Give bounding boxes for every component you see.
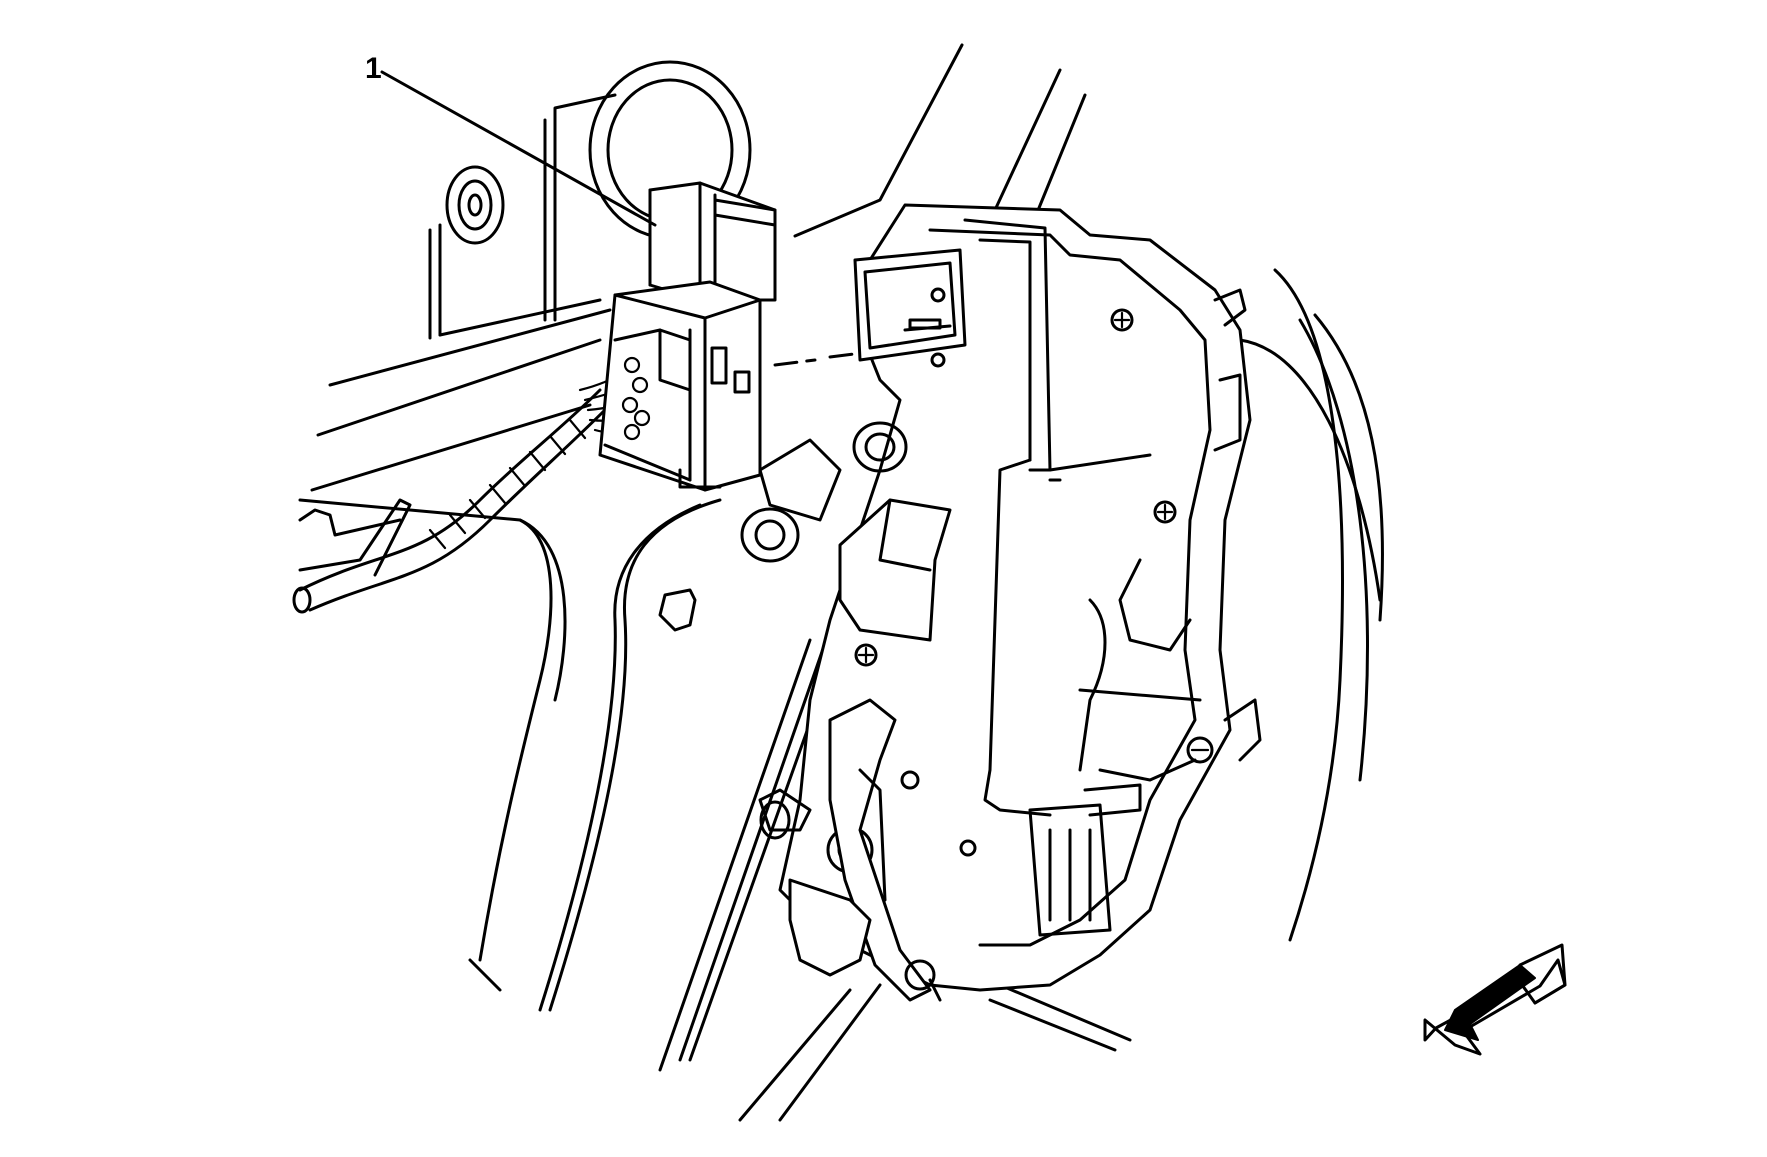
callout-1: 1 bbox=[365, 52, 657, 227]
electrical-connector bbox=[598, 181, 777, 492]
door-lock-actuator bbox=[658, 203, 1262, 1002]
callout-leader-line bbox=[380, 70, 657, 227]
wiring-harness bbox=[292, 368, 642, 614]
callout-label: 1 bbox=[365, 52, 382, 85]
direction-arrow-icon bbox=[1423, 943, 1567, 1056]
door-panel-lines bbox=[298, 43, 1384, 1122]
